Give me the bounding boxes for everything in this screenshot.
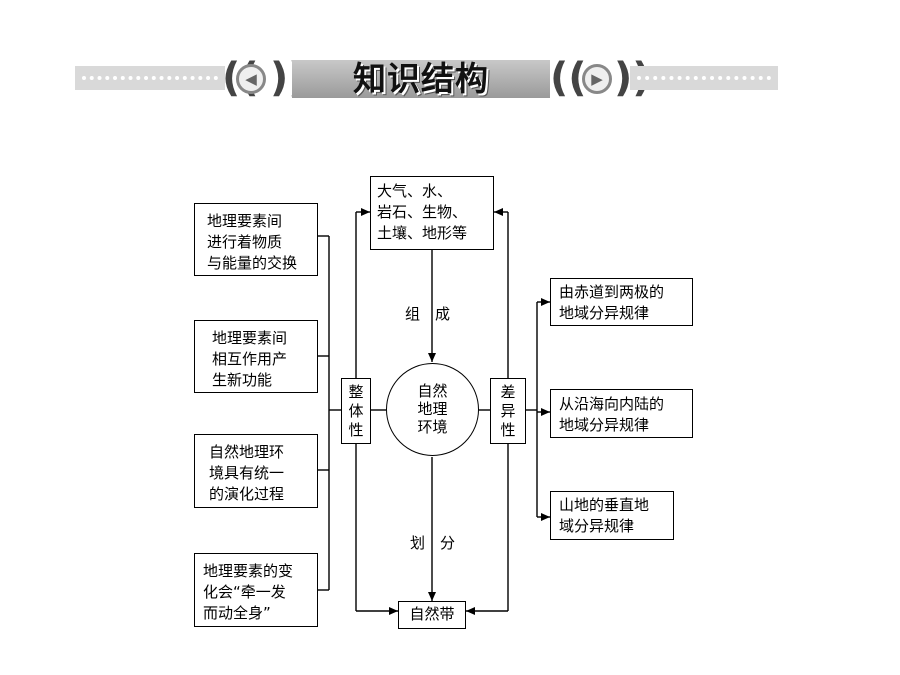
difference-item-3-line-2: 域分异规律 xyxy=(559,517,635,535)
difference-item-2: 从沿海向内陆的 地域分异规律 xyxy=(550,389,693,438)
difference-char-2: 异 xyxy=(500,402,516,420)
elements-line-3: 土壤、地形等 xyxy=(377,224,468,242)
integrity-item-3: 自然地理环 境具有统一 的演化过程 xyxy=(194,434,318,508)
integrity-char-3: 性 xyxy=(348,421,364,439)
prev-arrow-icon[interactable]: ◀ xyxy=(236,64,266,94)
difference-item-1: 由赤道到两极的 地域分异规律 xyxy=(550,278,693,326)
integrity-item-3-line-3: 的演化过程 xyxy=(209,485,285,503)
next-arrow-icon[interactable]: ▶ xyxy=(582,64,612,94)
difference-char-3: 性 xyxy=(500,421,516,439)
integrity-item-3-line-1: 自然地理环 xyxy=(209,443,285,461)
integrity-item-2-line-3: 生新功能 xyxy=(212,371,273,389)
difference-item-1-line-1: 由赤道到两极的 xyxy=(559,283,665,301)
difference-item-1-line-2: 地域分异规律 xyxy=(559,304,650,322)
natural-zone-box: 自然带 xyxy=(398,601,466,629)
integrity-item-4: 地理要素的变 化会“牵一发 而动全身” xyxy=(194,553,318,627)
integrity-item-1-line-3: 与能量的交换 xyxy=(207,254,298,272)
integrity-item-4-line-3: 而动全身” xyxy=(203,604,271,622)
center-line-3: 环境 xyxy=(417,418,448,436)
difference-item-3-line-1: 山地的垂直地 xyxy=(559,496,650,514)
difference-item-2-line-2: 地域分异规律 xyxy=(559,416,650,434)
integrity-item-4-line-1: 地理要素的变 xyxy=(203,562,294,580)
compose-label: 组 成 xyxy=(405,305,451,323)
integrity-label-box: 整 体 性 xyxy=(341,378,371,444)
integrity-item-4-line-2: 化会“牵一发 xyxy=(203,583,286,601)
integrity-item-1: 地理要素间 进行着物质 与能量的交换 xyxy=(194,203,318,276)
elements-line-2: 岩石、生物、 xyxy=(377,203,468,221)
double-paren-left-icon-2: (( xyxy=(550,55,587,101)
difference-item-2-line-1: 从沿海向内陆的 xyxy=(559,395,665,413)
elements-line-1: 大气、水、 xyxy=(377,182,453,200)
natural-zone-label: 自然带 xyxy=(409,605,455,623)
difference-char-1: 差 xyxy=(500,383,516,401)
integrity-item-1-line-1: 地理要素间 xyxy=(207,212,283,230)
title-banner: (( ◀ )) 知识结构 (( ▶ )) xyxy=(0,0,900,120)
integrity-item-2-line-1: 地理要素间 xyxy=(212,329,288,347)
banner-dots-left xyxy=(82,76,218,84)
integrity-item-2: 地理要素间 相互作用产 生新功能 xyxy=(194,320,318,393)
title-plate xyxy=(292,60,550,98)
integrity-item-3-line-2: 境具有统一 xyxy=(209,464,285,482)
natural-environment-circle xyxy=(386,363,479,456)
center-line-2: 地理 xyxy=(417,400,448,418)
difference-label-box: 差 异 性 xyxy=(490,378,526,444)
natural-environment-label: 自然 地理 环境 xyxy=(386,382,479,436)
integrity-item-2-line-2: 相互作用产 xyxy=(212,350,288,368)
banner-dots-right xyxy=(637,76,771,84)
integrity-char-1: 整 xyxy=(348,383,364,401)
divide-label: 划 分 xyxy=(410,534,456,552)
difference-item-3: 山地的垂直地 域分异规律 xyxy=(550,491,674,540)
integrity-item-1-line-2: 进行着物质 xyxy=(207,233,283,251)
page-title: 知识结构 xyxy=(353,59,489,98)
center-line-1: 自然 xyxy=(417,382,448,400)
elements-box: 大气、水、 岩石、生物、 土壤、地形等 xyxy=(370,176,494,250)
integrity-char-2: 体 xyxy=(348,402,364,420)
